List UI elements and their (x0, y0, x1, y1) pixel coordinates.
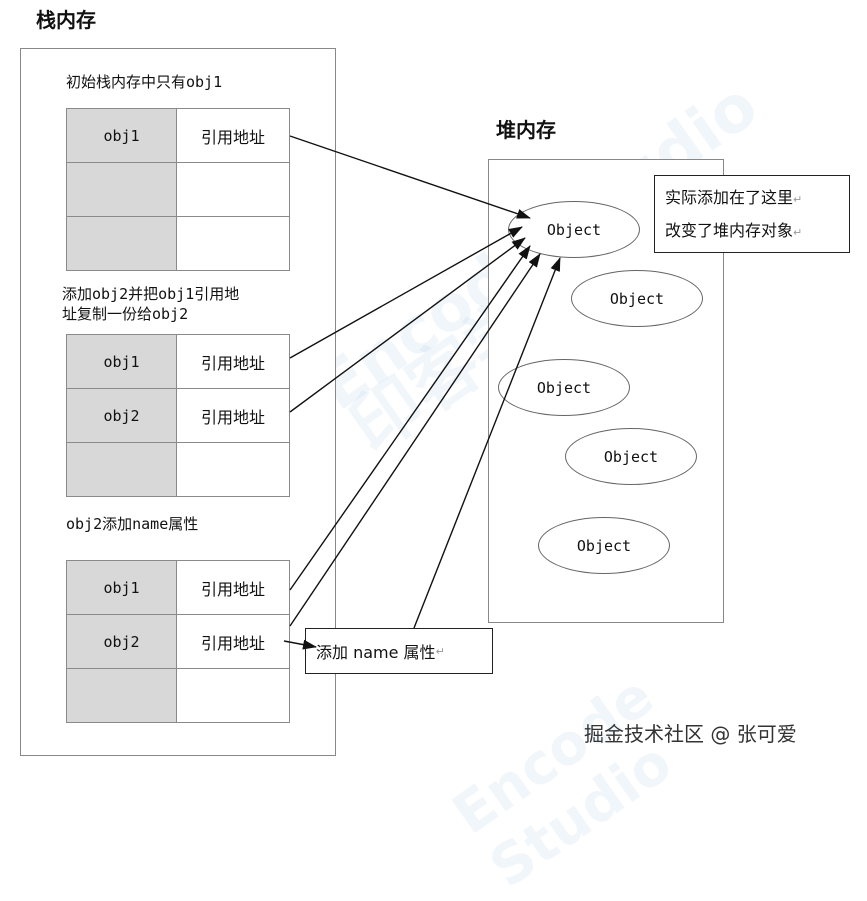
note-line: 改变了堆内存对象↵ (665, 221, 803, 240)
stack-title: 栈内存 (36, 8, 96, 32)
caption-line: obj2添加name属性 (66, 515, 199, 533)
var-name-cell: obj1 (66, 560, 177, 615)
reference-arrow (289, 226, 523, 359)
return-mark: ↵ (793, 226, 803, 239)
reference-arrow (289, 245, 531, 591)
note-line: 实际添加在了这里↵ (665, 188, 803, 207)
var-name-cell: obj2 (66, 388, 177, 443)
name-property-note: 添加 name 属性↵ (305, 628, 493, 674)
table-row (66, 668, 290, 723)
ref-address-cell: 引用地址 (176, 614, 290, 669)
var-name-cell (66, 668, 177, 723)
stack-section-caption: obj2添加name属性 (66, 514, 198, 534)
ref-address-cell (176, 162, 290, 217)
heap-object: Object (538, 517, 670, 574)
caption-line: 添加obj2并把obj1引用地 (62, 285, 240, 303)
ref-address-cell (176, 216, 290, 271)
var-name-cell (66, 162, 177, 217)
var-name-cell: obj1 (66, 334, 177, 389)
reference-arrows (283, 135, 561, 650)
reference-arrow (289, 135, 531, 219)
return-mark: ↵ (793, 193, 803, 206)
reference-arrow (289, 237, 526, 413)
caption-line: 址复制一份给obj2 (62, 305, 189, 323)
footer-credit: 掘金技术社区 @ 张可爱 (584, 722, 797, 746)
ref-address-cell (176, 442, 290, 497)
heap-object: Object (498, 359, 630, 416)
table-row (66, 162, 290, 217)
heap-title: 堆内存 (496, 118, 556, 142)
reference-arrow (413, 257, 561, 629)
ref-address-cell: 引用地址 (176, 560, 290, 615)
var-name-cell (66, 216, 177, 271)
heap-change-note: 实际添加在了这里↵ 改变了堆内存对象↵ (654, 175, 850, 253)
return-mark: ↵ (435, 644, 445, 658)
table-row (66, 442, 290, 497)
caption-line: 初始栈内存中只有obj1 (66, 73, 223, 91)
heap-object: Object (571, 270, 703, 327)
ref-address-cell (176, 668, 290, 723)
heap-object: Object (565, 428, 697, 485)
var-name-cell (66, 442, 177, 497)
table-row (66, 216, 290, 271)
reference-arrow (289, 253, 541, 627)
reference-arrow (283, 639, 317, 650)
stack-section-caption: 添加obj2并把obj1引用地 址复制一份给obj2 (62, 284, 239, 324)
ref-address-cell: 引用地址 (176, 388, 290, 443)
stack-section-caption: 初始栈内存中只有obj1 (66, 72, 222, 92)
ref-address-cell: 引用地址 (176, 334, 290, 389)
